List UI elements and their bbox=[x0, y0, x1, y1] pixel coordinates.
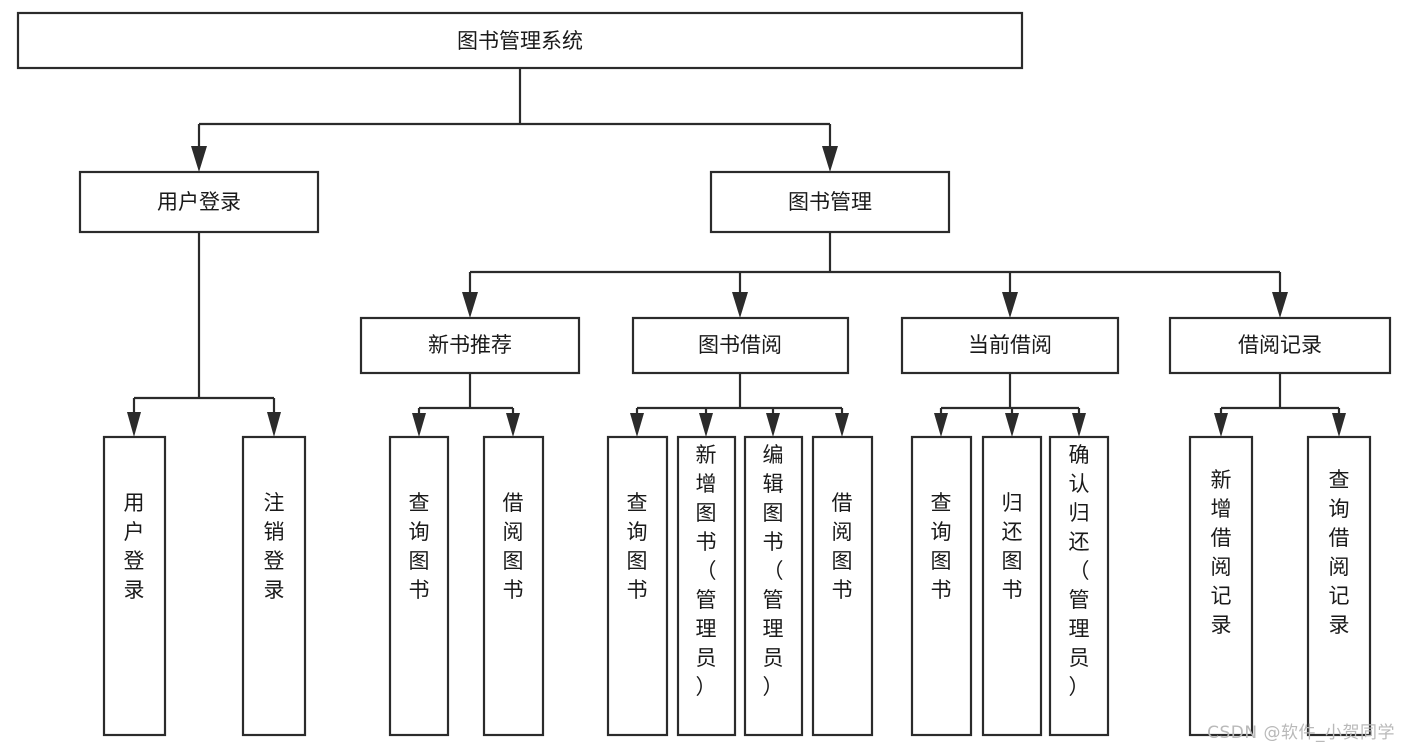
node-current-borrow-label: 当前借阅 bbox=[968, 333, 1052, 357]
arrow-head-leaf-querybook-a bbox=[412, 413, 426, 437]
arrow-head-leaf-querybook-b bbox=[630, 413, 644, 437]
connector-group-bookborrow bbox=[630, 373, 849, 437]
arrow-head-leaf-borrowbook-b bbox=[835, 413, 849, 437]
node-new-book-rec-label: 新书推荐 bbox=[428, 333, 512, 357]
node-book-borrow[interactable]: 图书借阅 bbox=[631, 316, 850, 375]
arrow-head-leaf-querybook-c bbox=[934, 413, 948, 437]
node-root-box[interactable] bbox=[16, 11, 1024, 70]
node-leaf-borrow-book-a-box[interactable] bbox=[482, 435, 545, 737]
node-user-login[interactable]: 用户登录 bbox=[78, 170, 320, 234]
node-leaf-query-book-c-label: 查询图书 bbox=[931, 491, 952, 602]
node-leaf-logout-box[interactable] bbox=[241, 435, 307, 737]
arrow-head-newbookrec bbox=[462, 292, 478, 318]
connector-group-bookmanage bbox=[462, 232, 1288, 318]
node-leaf-query-book-b[interactable]: 查询图书 bbox=[606, 435, 669, 737]
node-borrow-record[interactable]: 借阅记录 bbox=[1168, 316, 1392, 375]
node-leaf-query-book-c[interactable]: 查询图书 bbox=[910, 435, 973, 737]
node-book-manage-label: 图书管理 bbox=[788, 190, 872, 214]
node-leaf-confirm-return[interactable]: 确认归还（管理员） bbox=[1048, 435, 1110, 737]
node-user-login-box[interactable] bbox=[78, 170, 320, 234]
node-book-borrow-label: 图书借阅 bbox=[698, 333, 782, 357]
node-leaf-user-login-box[interactable] bbox=[102, 435, 167, 737]
node-leaf-return-book-box[interactable] bbox=[981, 435, 1043, 737]
node-leaf-add-book-label: 新增图书（管理员） bbox=[696, 443, 717, 699]
arrow-head-leaf-userlogin bbox=[127, 412, 141, 437]
node-leaf-add-record-label: 新增借阅记录 bbox=[1211, 468, 1232, 637]
node-user-login-label: 用户登录 bbox=[157, 190, 241, 214]
arrow-head-borrowrecord bbox=[1272, 292, 1288, 318]
node-root-label: 图书管理系统 bbox=[457, 29, 583, 53]
node-leaf-user-login[interactable]: 用户登录 bbox=[102, 435, 167, 737]
node-root[interactable]: 图书管理系统 bbox=[16, 11, 1024, 70]
node-leaf-borrow-book-a-label: 借阅图书 bbox=[503, 491, 524, 602]
arrow-head-leaf-confirmreturn bbox=[1072, 413, 1086, 437]
connector-group-borrowrecord bbox=[1214, 373, 1346, 437]
node-leaf-confirm-return-label: 确认归还（管理员） bbox=[1069, 443, 1090, 699]
arrow-head-leaf-borrowbook-a bbox=[506, 413, 520, 437]
arrow-head-leaf-returnbook bbox=[1005, 413, 1019, 437]
watermark-text: CSDN @软件_小贺同学 bbox=[1207, 723, 1395, 743]
node-leaf-add-book[interactable]: 新增图书（管理员） bbox=[676, 435, 737, 737]
node-leaf-borrow-book-b[interactable]: 借阅图书 bbox=[811, 435, 874, 737]
node-book-manage[interactable]: 图书管理 bbox=[709, 170, 951, 234]
node-leaf-add-record-box[interactable] bbox=[1188, 435, 1254, 737]
node-book-borrow-box[interactable] bbox=[631, 316, 850, 375]
arrow-head-leaf-addrecord bbox=[1214, 413, 1228, 437]
connector-group-userlogin bbox=[127, 232, 281, 437]
node-leaf-add-book-box[interactable] bbox=[676, 435, 737, 737]
arrow-head-leaf-queryrecord bbox=[1332, 413, 1346, 437]
arrow-head-leaf-logout bbox=[267, 412, 281, 437]
connector-group-root bbox=[191, 68, 838, 172]
node-borrow-record-box[interactable] bbox=[1168, 316, 1392, 375]
node-leaf-query-record-box[interactable] bbox=[1306, 435, 1372, 737]
node-leaf-return-book-label: 归还图书 bbox=[1002, 491, 1023, 602]
node-book-manage-box[interactable] bbox=[709, 170, 951, 234]
node-leaf-borrow-book-b-label: 借阅图书 bbox=[832, 491, 853, 602]
node-leaf-edit-book[interactable]: 编辑图书（管理员） bbox=[743, 435, 804, 737]
node-leaf-user-login-label: 用户登录 bbox=[124, 491, 145, 602]
node-borrow-record-label: 借阅记录 bbox=[1238, 333, 1322, 357]
node-current-borrow-box[interactable] bbox=[900, 316, 1120, 375]
arrow-head-leaf-addbook bbox=[699, 413, 713, 437]
node-leaf-return-book[interactable]: 归还图书 bbox=[981, 435, 1043, 737]
arrow-head-bookborrow bbox=[732, 292, 748, 318]
node-leaf-edit-book-box[interactable] bbox=[743, 435, 804, 737]
node-leaf-query-book-a[interactable]: 查询图书 bbox=[388, 435, 450, 737]
node-leaf-borrow-book-a[interactable]: 借阅图书 bbox=[482, 435, 545, 737]
node-leaf-logout[interactable]: 注销登录 bbox=[241, 435, 307, 737]
node-new-book-rec-box[interactable] bbox=[359, 316, 581, 375]
arrow-head-userlogin bbox=[191, 146, 207, 172]
node-leaf-add-record[interactable]: 新增借阅记录 bbox=[1188, 435, 1254, 737]
arrow-head-leaf-editbook bbox=[766, 413, 780, 437]
node-leaf-query-record[interactable]: 查询借阅记录 bbox=[1306, 435, 1372, 737]
node-leaf-query-book-b-box[interactable] bbox=[606, 435, 669, 737]
node-leaf-query-book-c-box[interactable] bbox=[910, 435, 973, 737]
node-leaf-query-book-b-label: 查询图书 bbox=[627, 491, 648, 602]
arrow-head-currentborrow bbox=[1002, 292, 1018, 318]
node-leaf-borrow-book-b-box[interactable] bbox=[811, 435, 874, 737]
node-leaf-query-book-a-label: 查询图书 bbox=[409, 491, 430, 602]
node-new-book-rec[interactable]: 新书推荐 bbox=[359, 316, 581, 375]
node-current-borrow[interactable]: 当前借阅 bbox=[900, 316, 1120, 375]
connector-group-newbookrec bbox=[412, 373, 520, 437]
arrow-head-bookmanage bbox=[822, 146, 838, 172]
node-leaf-edit-book-label: 编辑图书（管理员） bbox=[763, 443, 784, 699]
node-leaf-query-record-label: 查询借阅记录 bbox=[1329, 468, 1350, 637]
connector-group-currentborrow bbox=[934, 373, 1086, 437]
node-leaf-query-book-a-box[interactable] bbox=[388, 435, 450, 737]
node-leaf-confirm-return-box[interactable] bbox=[1048, 435, 1110, 737]
node-leaf-logout-label: 注销登录 bbox=[264, 491, 285, 602]
